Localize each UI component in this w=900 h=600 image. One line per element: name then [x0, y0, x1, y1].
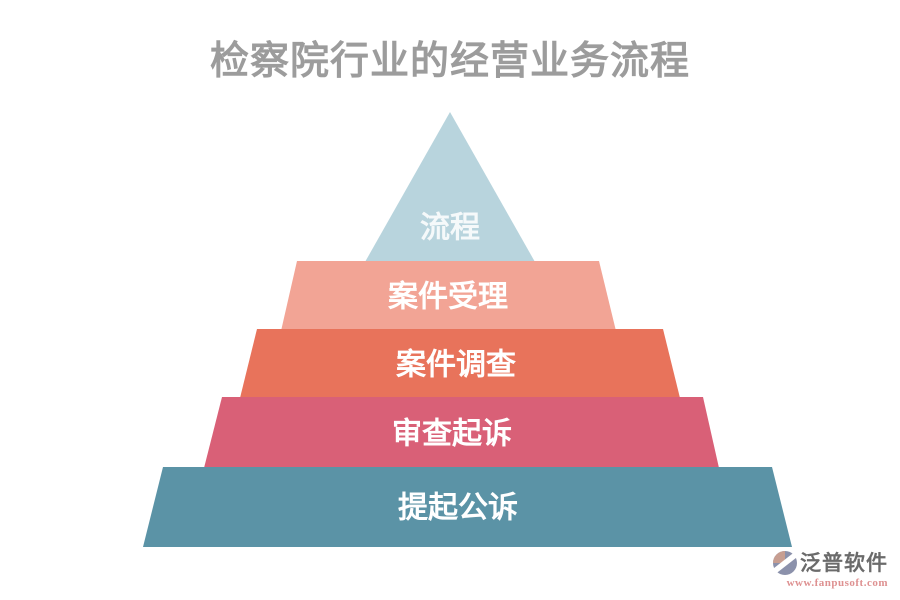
- brand-name: 泛普软件: [800, 551, 888, 575]
- pyramid-level-4-label: 审查起诉: [392, 417, 512, 451]
- pyramid-level-5-label: 提起公诉: [398, 492, 518, 525]
- pyramid-level-3-label: 案件调查: [396, 348, 516, 382]
- pyramid-level-1-label: 流程: [420, 212, 480, 245]
- fanpu-watermark: 泛普软件 www.fanpusoft.com: [738, 550, 888, 589]
- brand-url: www.fanpusoft.com: [786, 577, 888, 589]
- pyramid-level-2-label: 案件受理: [388, 280, 508, 314]
- pyramid-level-4-shape: [204, 397, 719, 468]
- pyramid-level-1-shape: [365, 112, 535, 262]
- page-title: 检察院行业的经营业务流程: [209, 40, 690, 83]
- pyramid-level-3-shape: [240, 329, 680, 398]
- pyramid-level-2-shape: [281, 261, 616, 331]
- pyramid-level-5-shape: [143, 467, 792, 547]
- fanpu-logo-icon: [772, 550, 798, 576]
